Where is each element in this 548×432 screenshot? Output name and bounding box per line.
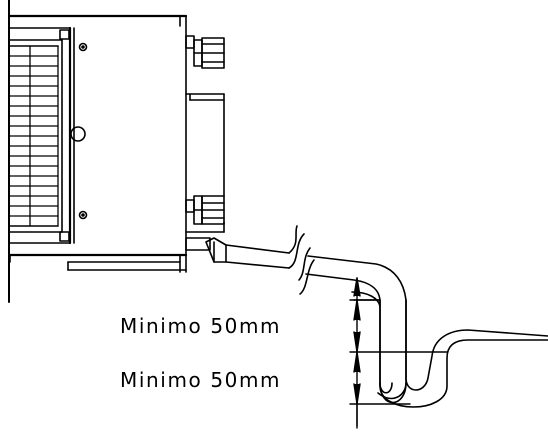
filter-grille (9, 45, 59, 227)
side-electrical-box (185, 93, 225, 233)
upper-dimension-label: Minimo 50mm (120, 314, 281, 338)
upper-valve-fitting (185, 35, 225, 69)
unit-housing (8, 14, 188, 273)
fasteners (70, 42, 88, 220)
front-frame (9, 26, 75, 245)
lower-dimension-label: Minimo 50mm (120, 368, 281, 392)
drain-connector (185, 237, 227, 263)
lower-valve-fitting (185, 195, 225, 225)
dimension-lines (349, 277, 448, 429)
